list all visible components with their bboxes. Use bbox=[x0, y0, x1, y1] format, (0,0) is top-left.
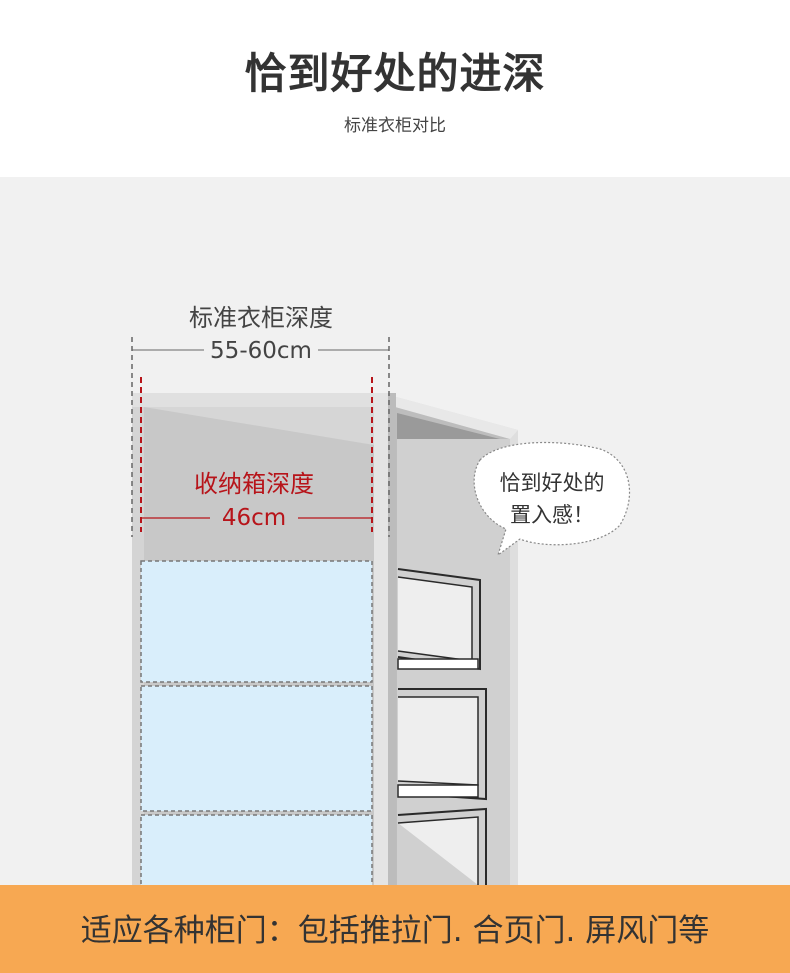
storage-box-3 bbox=[140, 814, 373, 885]
speech-bubble bbox=[473, 441, 631, 557]
cabinet-divider bbox=[374, 393, 390, 885]
cabinet-inner-top bbox=[397, 413, 500, 439]
wardrobe-depth-value: 55-60cm bbox=[210, 338, 312, 364]
cabinet-interior-shade bbox=[144, 407, 374, 445]
diagram-stage: 标准衣柜深度 55-60cm 收纳箱深度 46cm 恰到好处的 置入感！ bbox=[0, 177, 790, 885]
drawer-1 bbox=[397, 568, 481, 671]
wardrobe-diagram: 标准衣柜深度 55-60cm 收纳箱深度 46cm 恰到好处的 置入感！ bbox=[131, 304, 631, 885]
page-title: 恰到好处的进深 bbox=[244, 49, 546, 98]
footer-banner: 适应各种柜门：包括推拉门. 合页门. 屏风门等 bbox=[0, 885, 790, 973]
header: 恰到好处的进深 标准衣柜对比 bbox=[0, 0, 790, 177]
drawer-3 bbox=[397, 807, 487, 885]
bubble-text-line1: 恰到好处的 bbox=[500, 471, 605, 495]
cabinet-divider-edge bbox=[388, 393, 396, 885]
wardrobe-depth-label: 标准衣柜深度 bbox=[189, 304, 333, 332]
storage-box-1 bbox=[140, 560, 373, 683]
footer-text: 适应各种柜门：包括推拉门. 合页门. 屏风门等 bbox=[80, 913, 710, 949]
cabinet-top-panel bbox=[132, 393, 390, 407]
bubble-text-line2: 置入感！ bbox=[510, 503, 594, 527]
cabinet-top-slope bbox=[389, 395, 518, 439]
box-depth-label: 收纳箱深度 bbox=[194, 470, 314, 498]
drawer-2 bbox=[397, 688, 487, 801]
page-subtitle: 标准衣柜对比 bbox=[344, 116, 446, 136]
box-depth-value: 46cm bbox=[222, 505, 286, 531]
storage-box-2 bbox=[140, 685, 373, 812]
